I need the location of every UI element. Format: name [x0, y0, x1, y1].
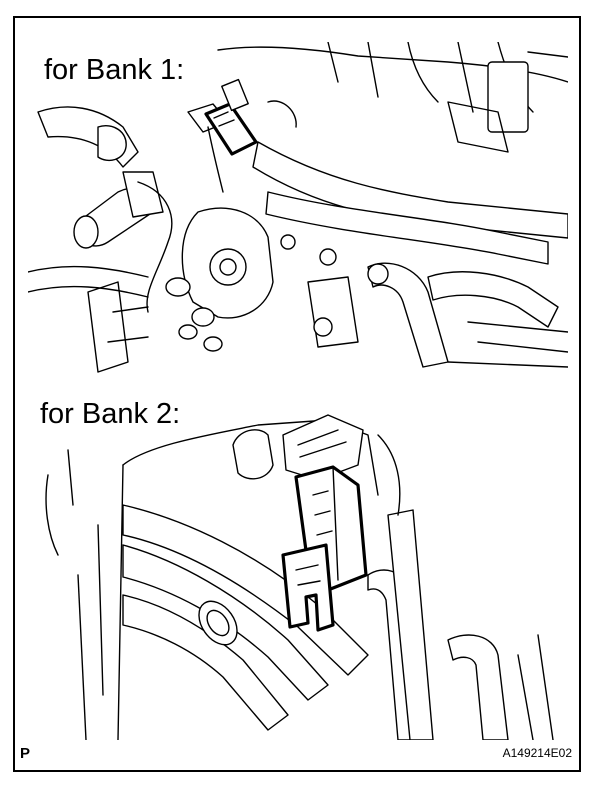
bank2-label: for Bank 2:	[36, 398, 185, 430]
bank2-illustration	[28, 395, 568, 740]
bank1-line-drawing	[28, 42, 568, 373]
figure-id: A149214E02	[502, 746, 572, 760]
bank1-label: for Bank 1:	[40, 54, 189, 86]
bank2-line-drawing	[45, 414, 554, 740]
bank1-illustration	[28, 42, 568, 382]
corner-mark: P	[20, 745, 31, 762]
